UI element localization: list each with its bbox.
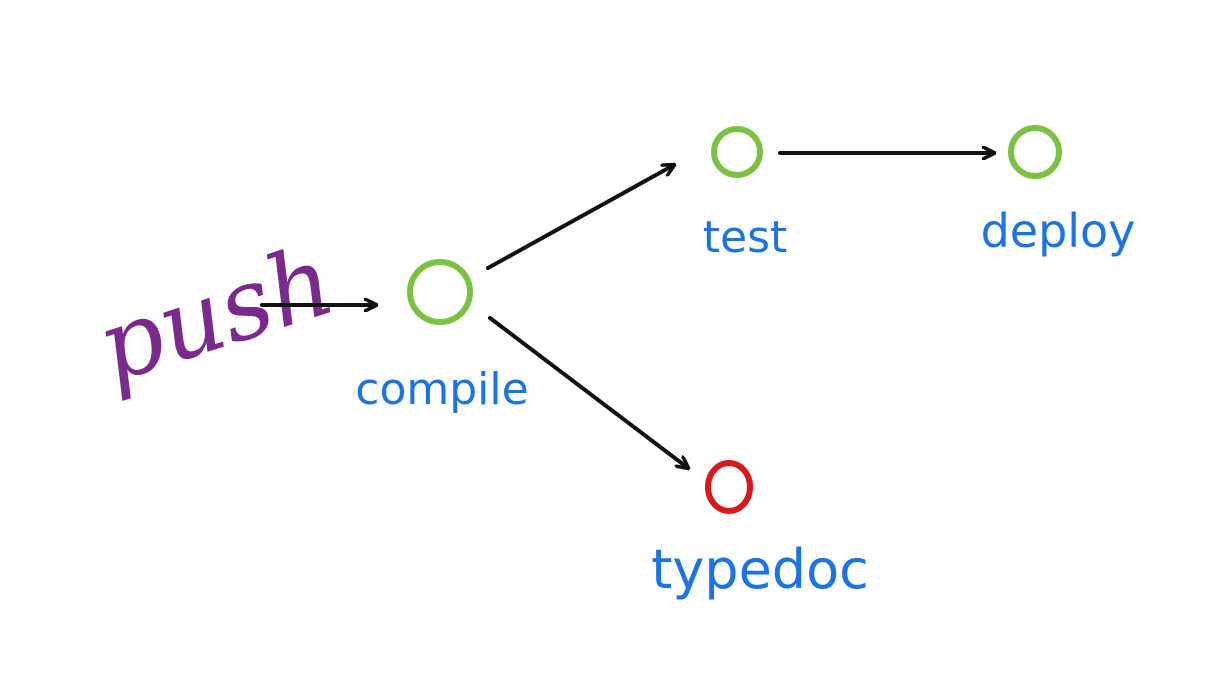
node-label-compile: compile bbox=[355, 364, 528, 415]
edge-compile-test bbox=[486, 165, 674, 270]
trigger-label-push: push bbox=[84, 223, 347, 405]
node-label-typedoc: typedoc bbox=[651, 538, 869, 601]
node-label-test: test bbox=[703, 212, 788, 263]
node-compile bbox=[407, 259, 473, 325]
node-typedoc bbox=[705, 460, 753, 514]
node-deploy bbox=[1008, 125, 1062, 179]
node-label-deploy: deploy bbox=[981, 204, 1136, 258]
edge-compile-typedoc bbox=[488, 316, 688, 468]
node-test bbox=[711, 126, 763, 178]
